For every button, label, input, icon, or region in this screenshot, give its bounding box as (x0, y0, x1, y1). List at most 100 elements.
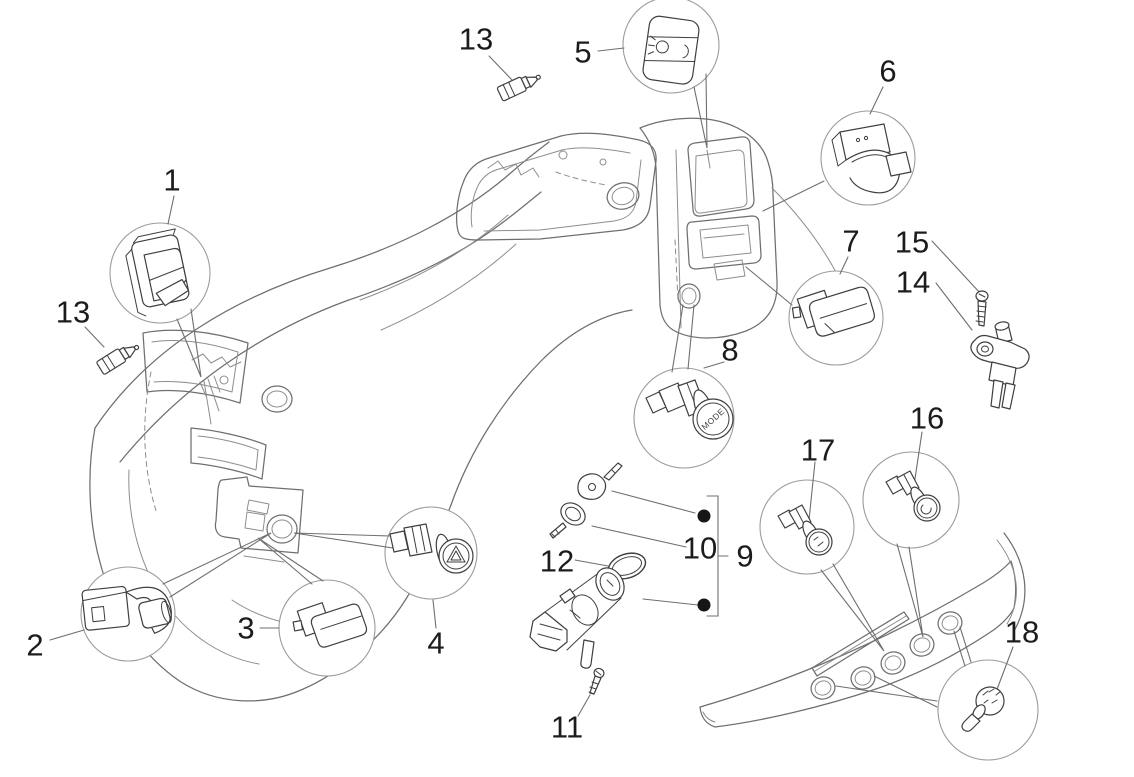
panel-hole-1 (810, 676, 836, 700)
button-17-icon (813, 536, 824, 547)
lock-to-dot-line (642, 598, 699, 606)
pod-upper-opening (687, 136, 755, 217)
leader-1 (167, 195, 175, 225)
lower-bracket (214, 476, 304, 554)
neck-grommet-outer (606, 182, 640, 210)
mechanism-detail-circle-2 (599, 158, 607, 166)
neck-ridge-2 (380, 243, 517, 331)
part-6-brake-lever-switch (831, 123, 912, 194)
tail-callout-5 (693, 73, 708, 149)
mechanism-dashed-line (555, 171, 607, 186)
part-label-13-left: 13 (55, 294, 91, 330)
pod-lower-recess (713, 259, 746, 281)
part-7-rocker-switch (791, 286, 875, 337)
pod-mid-opening (686, 215, 762, 270)
part-label-13-top: 13 (458, 21, 494, 57)
pod-mid-opening-lip (703, 233, 745, 239)
neck-grommet-inner (611, 186, 635, 206)
lock-tab (559, 588, 576, 604)
part-label-14: 14 (895, 264, 931, 300)
group-dot-bottom (697, 598, 711, 612)
part-4-hazard-button (389, 523, 474, 574)
leader-6 (869, 86, 884, 115)
panel-hole-5 (937, 611, 963, 635)
panel-right-sliver-inner (996, 539, 1017, 625)
handlebar-cover-illustration (89, 117, 838, 702)
tail-callout-4 (293, 532, 394, 549)
line-callout-6-to-pod (762, 180, 825, 212)
part-8-mode-button (645, 379, 734, 440)
pod-hidden-edge (674, 239, 679, 301)
left-pod-mid-slot (190, 427, 267, 480)
part-1-rocker-switch (125, 228, 190, 317)
part-label-9: 9 (736, 538, 754, 574)
leader-18 (995, 646, 1014, 693)
tail-callout-16 (896, 543, 924, 638)
part-label-18: 18 (1004, 614, 1040, 650)
left-pod-mid-slot-inner (197, 435, 259, 471)
part-2-lever-switch (81, 585, 172, 634)
part-15-screw (975, 290, 989, 327)
part-14-plunger-switch (970, 321, 1030, 410)
instrument-mechanism (487, 160, 540, 178)
mechanism-detail-circle-1 (558, 150, 568, 160)
parking-light-icon (682, 44, 689, 59)
part-label-10: 10 (682, 530, 718, 566)
part-17-push-button (777, 504, 833, 556)
part-label-12: 12 (539, 543, 575, 579)
left-pod-upper-slot-inner (151, 340, 239, 393)
leader-15 (931, 240, 982, 295)
leader-4 (432, 599, 437, 629)
tail-callout-2 (162, 532, 272, 598)
keys-to-dot-line (611, 490, 696, 514)
panel-left-tip-detail (702, 711, 716, 723)
cover-top-edge-inner (119, 191, 542, 463)
part-label-7: 7 (842, 223, 860, 259)
callout-circle-16 (862, 451, 960, 549)
panel-hole5-leader-a (953, 630, 966, 667)
leader-14 (935, 282, 973, 331)
neck-ridge-1 (359, 214, 509, 301)
part-label-15: 15 (894, 224, 930, 260)
neck-underside (450, 309, 633, 506)
leader-13-top (488, 55, 514, 82)
key-b-blade (549, 522, 567, 539)
instrument-opening-outer (456, 132, 657, 241)
part-16-push-button (885, 470, 941, 522)
right-pod-outline (639, 117, 778, 339)
leader-2 (49, 629, 85, 641)
button-16-icon (920, 504, 932, 515)
part-label-5: 5 (574, 34, 592, 70)
bracket-hole-outer (266, 514, 298, 544)
part-label-6: 6 (879, 53, 897, 89)
blob-grommet-inner (266, 390, 288, 408)
callout1-pointer-extension (203, 378, 220, 425)
bracket-hole-inner (271, 519, 293, 539)
lower-panel-strip (699, 532, 1026, 728)
panel-hole2-leader (873, 675, 938, 708)
blob-grommet-outer (261, 385, 293, 413)
tail-callout-17 (820, 563, 885, 652)
panel-bar-inner (814, 615, 907, 672)
line-callout-7-to-pod (745, 266, 793, 306)
part-13-bulb-top (496, 74, 541, 102)
part-11-screw (588, 667, 605, 695)
part-label-1: 1 (163, 162, 181, 198)
panel-right-sliver (1003, 532, 1026, 632)
part-label-17: 17 (800, 432, 836, 468)
panel-hole1-leader (835, 685, 938, 702)
leader-8 (703, 361, 725, 369)
part-18-bulb-cap (961, 686, 1005, 732)
tail-callout-8 (671, 304, 695, 373)
hazard-triangle-icon (446, 545, 466, 563)
panel-bar (811, 611, 910, 677)
blob-hidden-edge (144, 371, 158, 515)
part-3-rocker-switch (292, 602, 368, 648)
part-label-4: 4 (427, 625, 445, 661)
pod-round-hole-inner (681, 287, 697, 305)
bracket-small-rect (244, 511, 266, 532)
lock-connector (529, 611, 568, 652)
leader-17 (808, 461, 816, 521)
pod-crease (675, 149, 682, 329)
